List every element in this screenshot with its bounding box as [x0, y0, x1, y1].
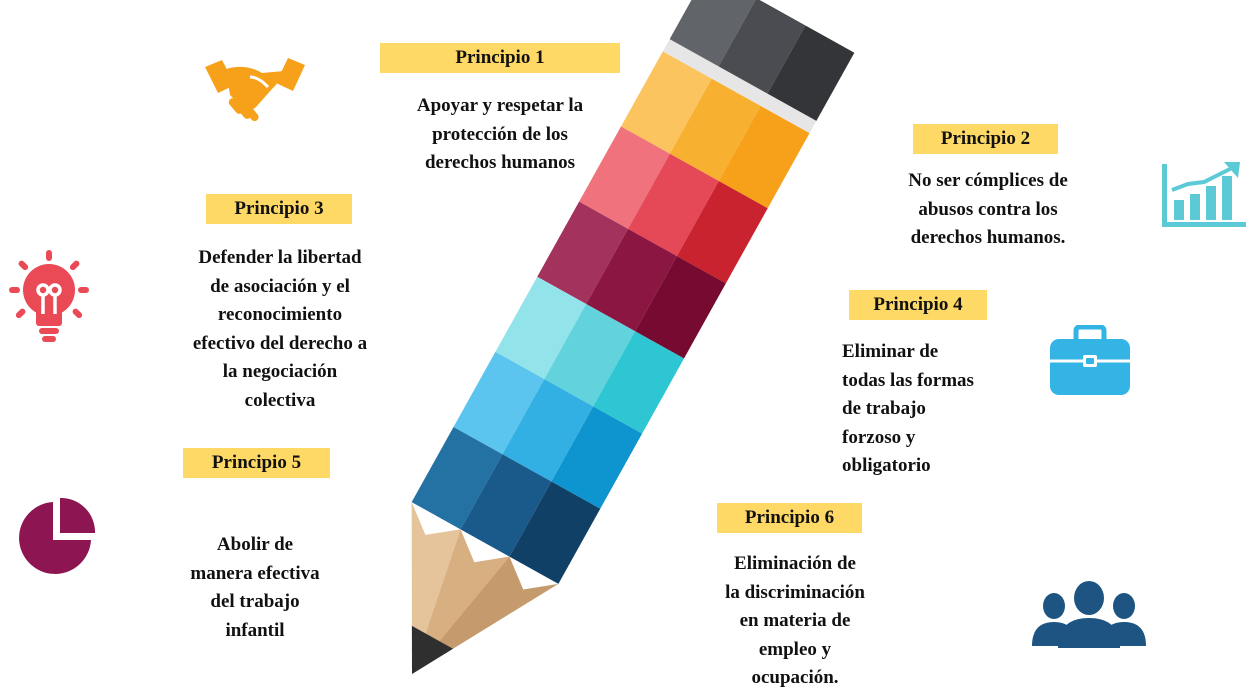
principle-3-line: colectiva	[244, 389, 316, 411]
pencil-band-segment	[453, 351, 545, 455]
briefcase-icon	[1050, 325, 1130, 395]
principle-1-line: protección de los	[432, 123, 568, 145]
handshake-icon	[205, 58, 305, 122]
principle-4-description: Eliminar de todas las formas de trabajo …	[842, 338, 1032, 481]
pencil-band-segment	[635, 256, 726, 359]
pencil-eraser-segment	[718, 0, 806, 94]
pencil-band-segment	[628, 153, 719, 257]
principle-6-line: en materia de	[739, 610, 851, 631]
pencil-band-segment	[544, 303, 636, 407]
principle-2-line: No ser cómplices de	[908, 170, 1068, 191]
principle-4-label: Principio 4	[849, 290, 987, 320]
principle-6-line: la discriminación	[725, 581, 865, 603]
pencil-band-segment	[669, 78, 761, 182]
principle-3-line: efectivo del derecho a	[192, 332, 368, 354]
principle-4-line: obligatorio	[842, 455, 931, 476]
principle-3-line: la negociación	[222, 361, 338, 382]
principle-5-description: Abolir de manera efectiva del trabajo in…	[160, 531, 350, 645]
pencil-wood	[411, 502, 461, 674]
principle-2-label: Principio 2	[913, 124, 1058, 154]
principle-1-line: derechos humanos	[424, 152, 576, 173]
principle-2-line: derechos humanos.	[910, 227, 1066, 248]
pencil-band-segment	[460, 454, 552, 557]
pencil-lead	[411, 625, 453, 674]
pie-chart-icon	[19, 497, 96, 574]
principle-6-label: Principio 6	[717, 503, 862, 533]
pencil-eraser-segment	[669, 0, 756, 67]
lightbulb-icon	[9, 250, 89, 342]
pencil-band-segment	[411, 426, 503, 530]
pencil-band-segment	[495, 276, 587, 380]
pencil-band-segment	[509, 481, 601, 584]
principle-5-line: infantil	[225, 619, 285, 641]
principle-5-label: Principio 5	[183, 448, 330, 478]
principle-3-label: Principio 3	[206, 194, 352, 224]
principle-6-line: Eliminación de	[734, 553, 856, 574]
bar-chart-icon	[1162, 162, 1246, 227]
principle-5-line: del trabajo	[210, 591, 300, 612]
pencil-band-segment	[593, 331, 684, 434]
principle-1-label: Principio 1	[380, 43, 620, 73]
principle-6-line: ocupación.	[751, 667, 839, 688]
principle-3-description: Defender la libertad de asociación y el …	[160, 244, 400, 415]
pencil-band-segment	[676, 181, 768, 284]
pencil-band-segment	[718, 105, 810, 209]
principle-4-line: todas las formas	[842, 369, 974, 391]
principle-3-line: reconocimiento	[217, 304, 343, 325]
principle-6-line: empleo y	[758, 638, 832, 660]
pencil-band-segment	[502, 379, 594, 482]
principle-2-line: abusos contra los	[918, 198, 1058, 220]
principle-1-line: Apoyar y respetar la	[416, 95, 584, 116]
people-icon	[1032, 581, 1146, 648]
pencil-eraser-segment	[767, 25, 855, 121]
principle-6-description: Eliminación de la discriminación en mate…	[690, 550, 900, 693]
principle-2-description: No ser cómplices de abusos contra los de…	[878, 167, 1098, 253]
principle-4-line: de trabajo	[842, 398, 926, 419]
principle-3-line: de asociación y el	[210, 275, 350, 297]
principle-4-line: forzoso y	[842, 426, 916, 448]
pencil-wood	[412, 556, 559, 674]
pencil-band-segment	[586, 228, 677, 332]
pencil-ferrule	[662, 39, 817, 134]
pencil-band-segment	[537, 201, 629, 304]
pencil-band-segment	[620, 51, 712, 154]
pencil-wood	[412, 529, 510, 674]
principle-1-description: Apoyar y respetar la protección de los d…	[390, 92, 610, 178]
principle-5-line: Abolir de	[216, 534, 294, 555]
principle-3-line: Defender la libertad	[198, 247, 362, 268]
pencil-band-segment	[579, 126, 670, 229]
pencil-band-segment	[551, 406, 643, 509]
principle-5-line: manera efectiva	[190, 562, 320, 584]
principle-4-line: Eliminar de	[842, 341, 939, 362]
